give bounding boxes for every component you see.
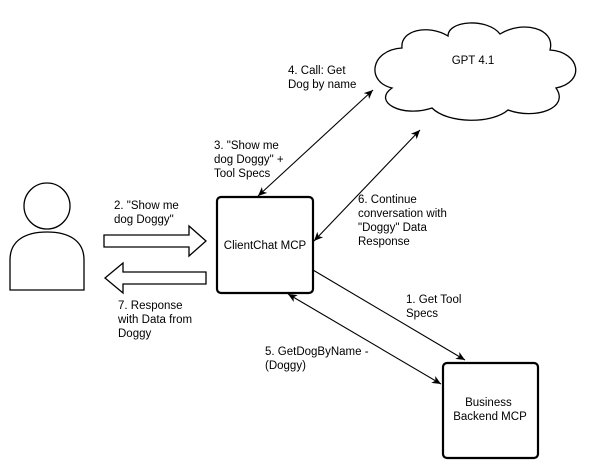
step-6-line: Response (358, 236, 410, 248)
step-1-line: Specs (406, 308, 438, 320)
gpt-client-connector (313, 129, 421, 242)
step-1-line: 1. Get Tool (406, 294, 461, 306)
request-block-arrow (103, 224, 207, 258)
step-6-line: "Doggy" Data (358, 222, 427, 234)
backend-box (441, 361, 540, 460)
step-3-line: 3. "Show me (214, 140, 279, 152)
step-3-line: Tool Specs (214, 168, 271, 180)
step-7-line: with Data from (117, 314, 192, 326)
step-1-label: 1. Get Tool Specs (406, 294, 465, 320)
user-body (9, 231, 85, 291)
step-4-line: Dog by name (288, 79, 356, 91)
step-6-line: 6. Continue (358, 194, 417, 206)
gpt-cloud-node: GPT 4.1 (374, 22, 577, 121)
user-head (23, 182, 71, 230)
step-6-label: 6. Continue conversation with "Doggy" Da… (358, 194, 450, 248)
clientchat-label: ClientChat MCP (224, 240, 307, 252)
business-backend-mcp-node: Business Backend MCP (441, 361, 540, 460)
clientchat-mcp-node: ClientChat MCP (215, 195, 315, 295)
step-3-label: 3. "Show me dog Doggy" + Tool Specs (214, 140, 287, 180)
response-block-arrow (103, 261, 207, 295)
step-4-line: 4. Call: Get (288, 65, 346, 77)
backend-client-connector (287, 293, 442, 385)
step-6-line: conversation with (358, 208, 447, 220)
gpt-label: GPT 4.1 (452, 55, 495, 67)
step-2-line: 2. "Show me (114, 200, 179, 212)
backend-label-line: Business (465, 397, 512, 409)
step-7-label: 7. Response with Data from Doggy (117, 300, 195, 340)
step-2-line: dog Doggy" (114, 214, 174, 226)
step-7-line: Doggy (118, 328, 151, 340)
clientchat-box (215, 195, 315, 295)
user-icon (9, 182, 85, 291)
cloud-shape (374, 22, 577, 121)
backend-label: Business Backend MCP (453, 397, 527, 423)
step-5-label: 5. GetDogByName - (Doggy) (265, 346, 372, 372)
backend-label-line: Backend MCP (453, 411, 527, 423)
step-7-line: 7. Response (118, 300, 183, 312)
step-4-label: 4. Call: Get Dog by name (288, 65, 356, 91)
step-3-line: dog Doggy" + (214, 154, 284, 166)
step-5-line: 5. GetDogByName - (265, 346, 369, 358)
step-5-line: (Doggy) (265, 360, 306, 372)
step-2-label: 2. "Show me dog Doggy" (114, 200, 182, 226)
